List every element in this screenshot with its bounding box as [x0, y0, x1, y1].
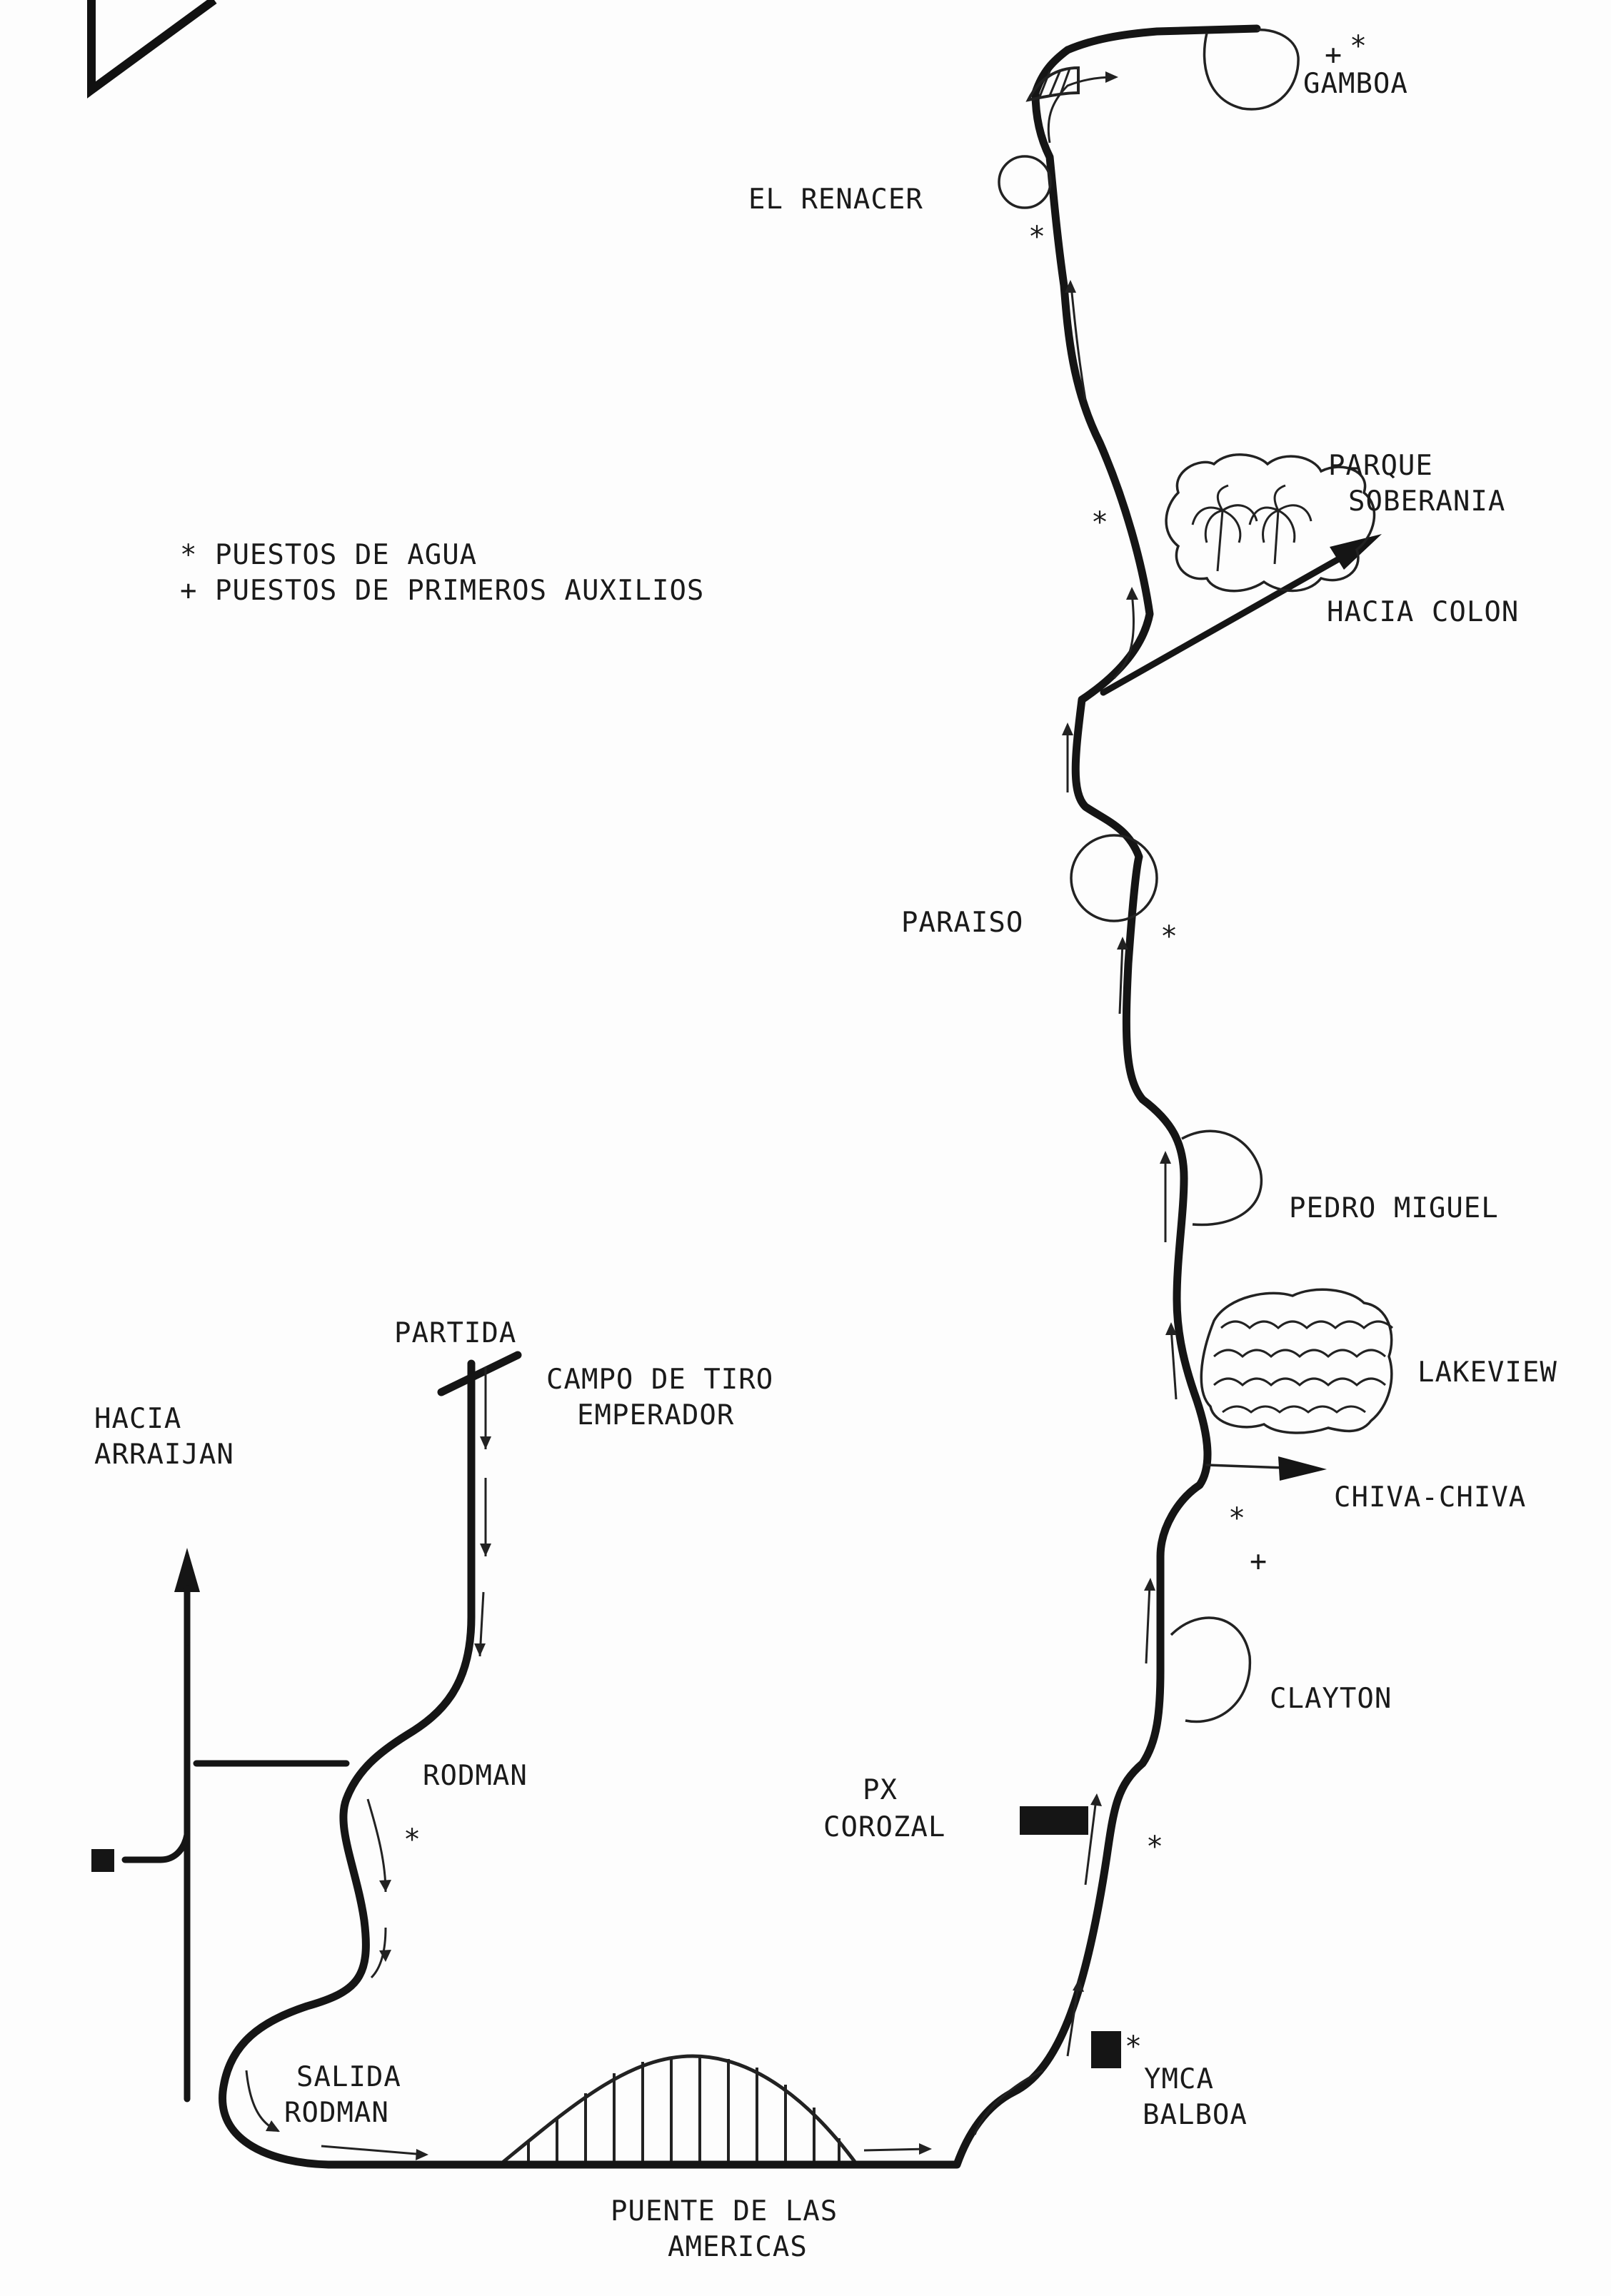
paraiso-circle [1070, 834, 1158, 922]
ymca-balboa-building-icon [1091, 2031, 1121, 2068]
soberania-water-marker: * [1091, 506, 1108, 539]
gamboa-turnaround [1203, 29, 1300, 111]
label-paraiso: PARAISO [901, 907, 1023, 939]
legend: * PUESTOS DE AGUA + PUESTOS DE PRIMEROS … [180, 539, 704, 607]
arrow-arraijan [174, 1548, 200, 1592]
label-puente-1: PUENTE DE LAS [611, 2195, 838, 2227]
gamboa-first-aid-marker: + [1325, 39, 1342, 71]
arrow-colon [1330, 534, 1382, 570]
label-el-renacer: EL RENACER [748, 183, 923, 216]
label-arraijan: ARRAIJAN [94, 1439, 234, 1471]
road-chiva-chiva [1205, 1464, 1287, 1469]
direction-arrow [973, 2069, 1043, 2135]
lake-icon [1200, 1288, 1394, 1434]
ymca-water-marker: * [1125, 2030, 1142, 2063]
direction-arrow [370, 1927, 391, 1979]
direction-arrow [1117, 937, 1128, 1014]
direction-arrow [321, 2145, 428, 2160]
legend-water: * PUESTOS DE AGUA [180, 539, 477, 571]
race-route [219, 46, 1212, 2169]
paraiso-water-marker: * [1160, 920, 1178, 953]
label-salida: SALIDA [296, 2061, 401, 2093]
direction-arrow [1066, 1979, 1084, 2057]
direction-arrow [474, 1591, 486, 1657]
frame-corner [87, 0, 217, 99]
direction-arrow [1144, 1578, 1155, 1664]
chiva-water-marker: * [1228, 1502, 1245, 1535]
label-emperador: EMPERADOR [577, 1399, 734, 1431]
west-exit-block [91, 1849, 114, 1872]
direction-arrow [1165, 1322, 1178, 1400]
direction-arrow [480, 1367, 491, 1449]
bridge-icon [498, 2054, 859, 2166]
label-clayton: CLAYTON [1270, 1683, 1392, 1715]
label-gamboa: GAMBOA [1303, 68, 1408, 100]
label-rodman: RODMAN [423, 1760, 528, 1792]
label-ymca: YMCA [1144, 2063, 1214, 2095]
arrow-chiva-chiva [1278, 1456, 1327, 1481]
direction-arrow [480, 1478, 491, 1556]
clayton-circle [1170, 1616, 1252, 1723]
label-hacia: HACIA [94, 1403, 181, 1435]
label-parque-soberania-1: PARQUE [1328, 450, 1433, 482]
label-corozal: COROZAL [823, 1811, 945, 1843]
park-palm-icon [1165, 453, 1376, 593]
direction-arrow [1062, 722, 1073, 792]
route-to-gamboa [1063, 24, 1261, 54]
label-px: PX [863, 1774, 898, 1806]
direction-arrow [863, 2143, 932, 2155]
direction-arrow [245, 2070, 280, 2133]
label-parque-soberania-2: SOBERANIA [1348, 485, 1505, 518]
label-partida: PARTIDA [394, 1317, 516, 1349]
direction-arrow [1065, 280, 1087, 401]
label-rodman-exit: RODMAN [284, 2097, 389, 2129]
el-renacer-shelter-icon [1025, 66, 1080, 102]
label-hacia-colon: HACIA COLON [1327, 596, 1519, 628]
pedro-miguel-circle [1181, 1129, 1263, 1227]
rodman-water-marker: * [403, 1823, 421, 1856]
direction-arrow [1160, 1151, 1171, 1242]
label-chiva-chiva: CHIVA-CHIVA [1334, 1481, 1526, 1514]
label-puente-2: AMERICAS [668, 2231, 808, 2263]
gamboa-water-marker: * [1350, 30, 1367, 63]
el-renacer-circle [998, 155, 1052, 209]
label-lakeview: LAKEVIEW [1417, 1356, 1557, 1389]
corozal-water-marker: * [1146, 1831, 1163, 1863]
direction-arrow [1084, 1793, 1102, 1885]
road-colon [1100, 553, 1346, 696]
label-campo-de-tiro: CAMPO DE TIRO [546, 1364, 773, 1396]
chiva-first-aid-marker: + [1250, 1545, 1267, 1578]
label-pedro-miguel: PEDRO MIGUEL [1289, 1192, 1499, 1224]
el-renacer-water-marker: * [1028, 221, 1045, 253]
px-corozal-building-icon [1020, 1806, 1088, 1835]
direction-arrow [366, 1798, 391, 1893]
legend-first-aid: + PUESTOS DE PRIMEROS AUXILIOS [180, 575, 704, 607]
direction-arrow [1113, 587, 1138, 680]
direction-arrows [245, 71, 1178, 2160]
label-balboa: BALBOA [1143, 2099, 1248, 2131]
west-exit-road [121, 1831, 191, 1863]
start-bar [437, 1351, 522, 1396]
direction-arrow [1047, 71, 1118, 144]
